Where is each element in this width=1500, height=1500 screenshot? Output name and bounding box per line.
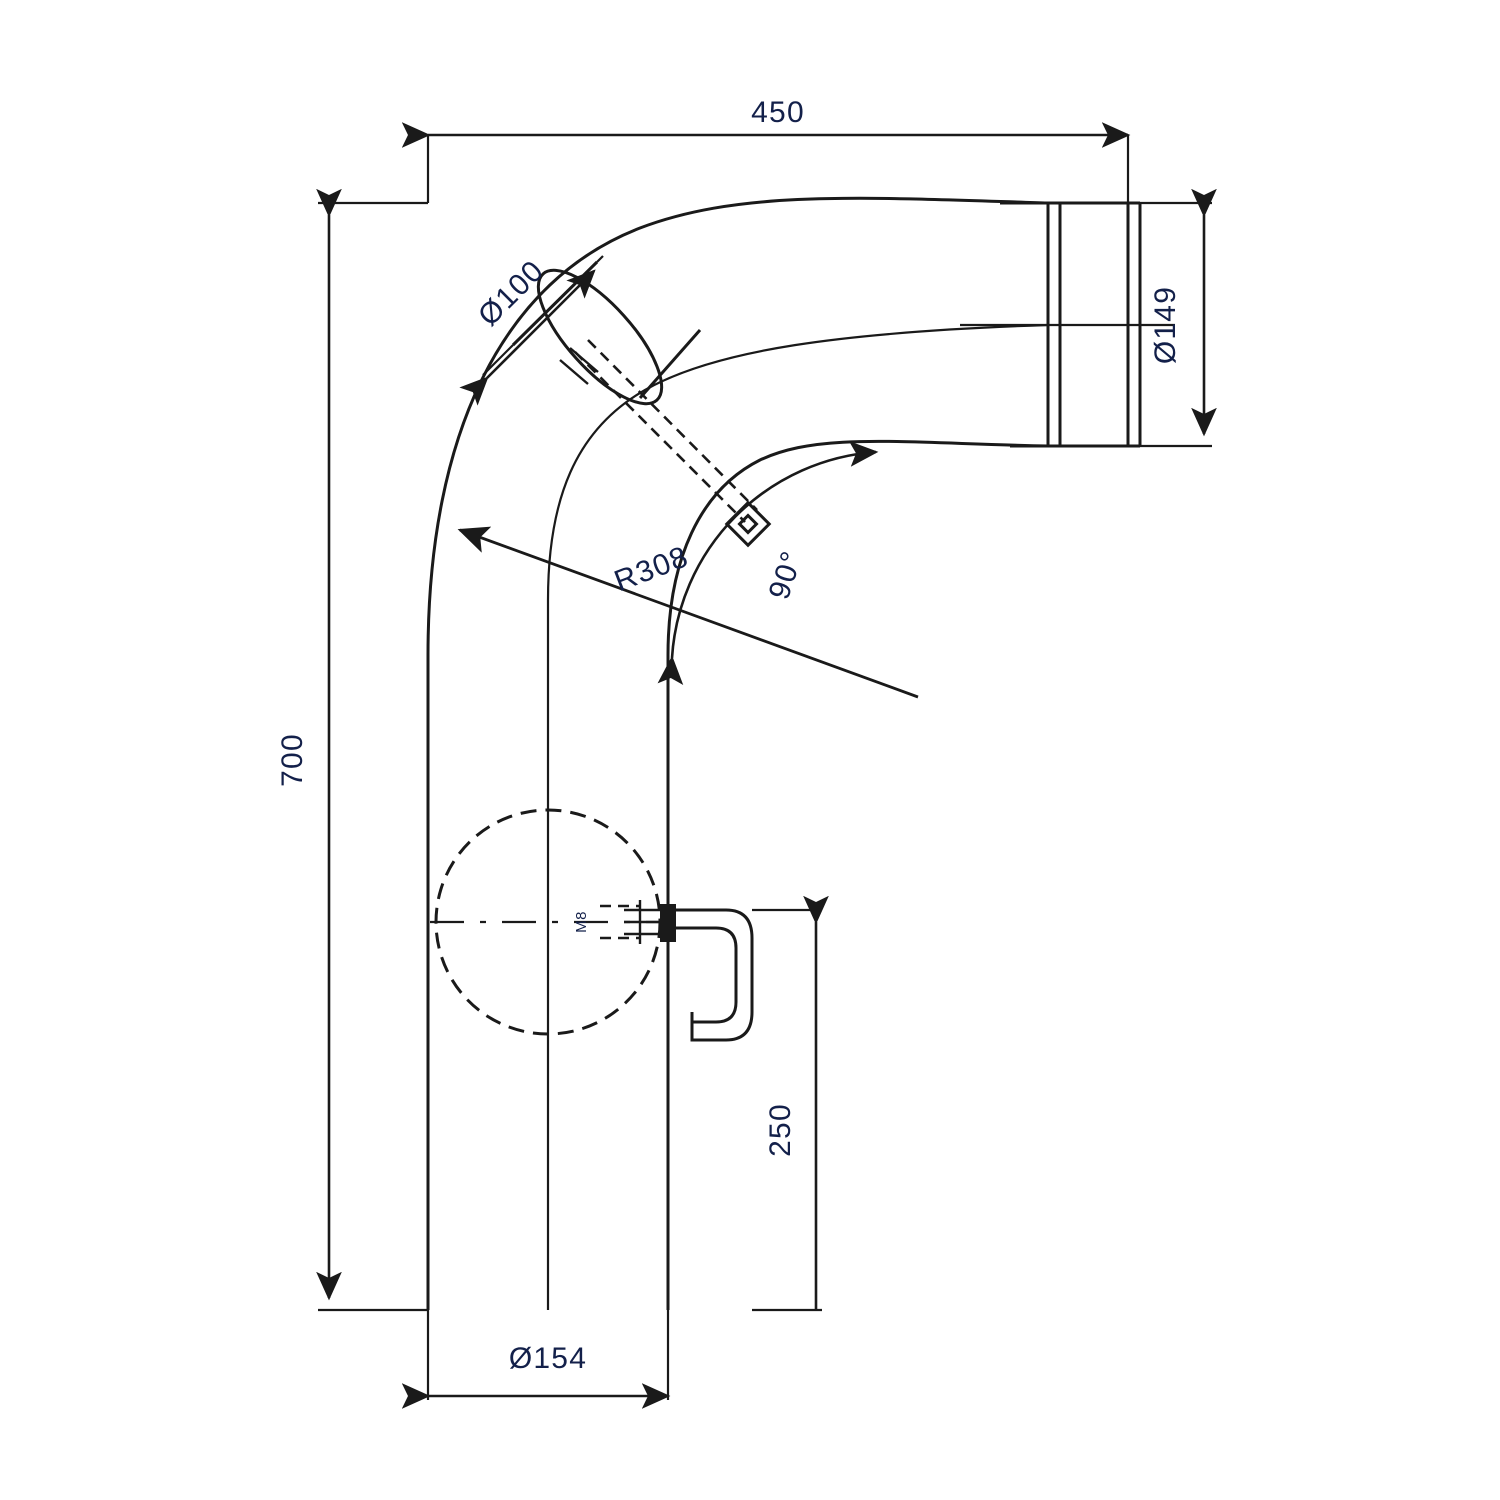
dimension-label-d154: Ø154 [509, 1342, 587, 1375]
weld-stud [600, 900, 676, 944]
part-geometry [426, 196, 1175, 1310]
dimension-outlet-diameter: Ø149 [1128, 188, 1217, 448]
elbow-bend [426, 196, 1049, 1310]
dimension-stud-callout: M8 [573, 911, 590, 933]
mounting-bracket [676, 908, 754, 1042]
dimension-body-diameter: Ø154 [401, 1310, 671, 1409]
dimension-bend-angle: 90° [657, 441, 879, 685]
horizontal-outlet [960, 201, 1175, 448]
dimension-bend-radius: R308 [457, 526, 919, 699]
dimension-label-90deg: 90° [763, 547, 810, 604]
vertical-pipe-body [426, 655, 670, 1310]
angled-branch [511, 260, 772, 548]
dimension-label-250: 250 [764, 1103, 797, 1157]
dimension-bracket-height: 250 [752, 895, 829, 1312]
dimension-overall-height: 700 [276, 188, 428, 1312]
dimension-label-700: 700 [276, 733, 309, 787]
dimension-overall-width: 450 [401, 96, 1131, 203]
dimension-label-m8: M8 [573, 911, 590, 933]
dimension-label-d149: Ø149 [1149, 286, 1182, 364]
dimension-label-r308: R308 [610, 540, 693, 598]
dimension-layer: 450 Ø149 Ø100 R308 [276, 96, 1217, 1409]
dimension-label-450: 450 [751, 96, 805, 129]
